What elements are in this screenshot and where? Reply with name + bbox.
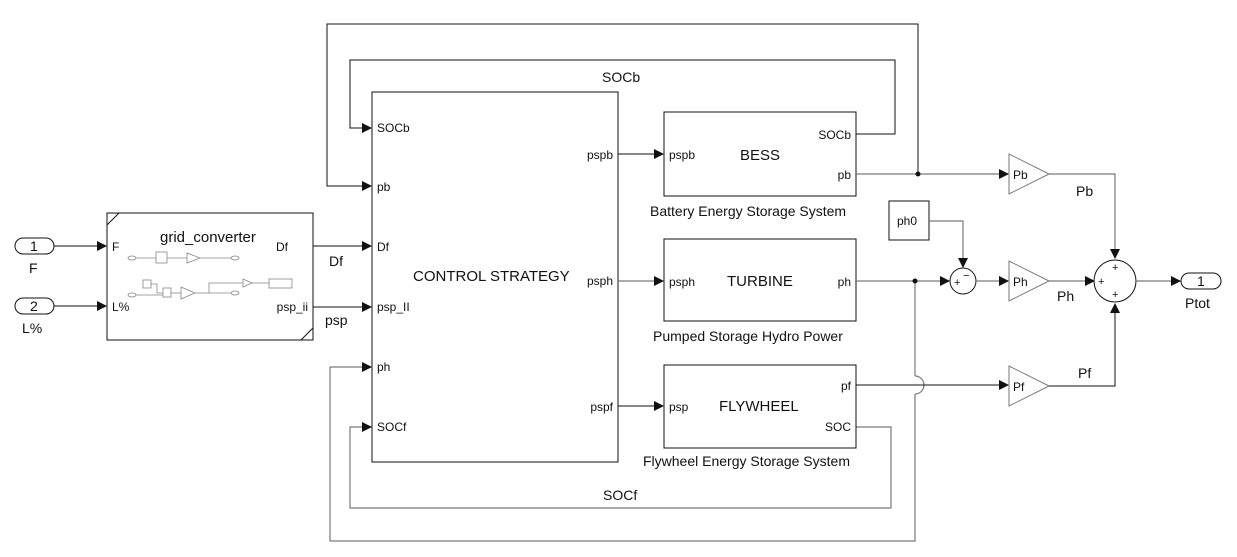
feedback-pb-outer <box>326 23 919 191</box>
cs-out-pspf: pspf <box>590 400 613 414</box>
gain-ph[interactable]: Ph <box>1008 260 1051 302</box>
feedback-ph-lower <box>329 362 916 542</box>
inport-1[interactable]: 1 F <box>14 237 55 276</box>
cs-in-socb: SOCb <box>377 121 410 135</box>
outport-1[interactable]: 1 Ptot <box>1180 272 1222 311</box>
gain-pb-label: Pb <box>1013 168 1028 182</box>
bess-out-socb: SOCb <box>818 128 851 142</box>
grid-converter-out-pspii: psp_ii <box>277 300 308 314</box>
outport-1-number: 1 <box>1197 273 1205 289</box>
sum-total-sign-bottom: + <box>1112 289 1118 301</box>
signal-label-pf: Pf <box>1078 365 1091 381</box>
signal-label-df: Df <box>329 253 343 269</box>
flywheel-caption: Flywheel Energy Storage System <box>643 453 850 469</box>
grid-converter-thumbnail <box>127 251 293 300</box>
feedback-socb <box>349 59 896 135</box>
turbine-title: TURBINE <box>727 273 793 290</box>
flywheel-in-psp: psp <box>669 400 689 414</box>
flywheel-out-soc: SOC <box>825 420 851 434</box>
cs-in-df: Df <box>377 240 390 254</box>
outport-1-name: Ptot <box>1185 295 1210 311</box>
line-pf-out <box>1049 303 1120 387</box>
signal-label-pb: Pb <box>1076 183 1093 199</box>
gain-pb[interactable]: Pb <box>1008 153 1051 195</box>
cs-in-pspii: psp_II <box>377 300 410 314</box>
line-ph0 <box>929 220 968 268</box>
constant-ph0-label: ph0 <box>897 214 917 228</box>
gain-pf[interactable]: Pf <box>1008 365 1051 407</box>
grid-converter-in-f: F <box>112 240 119 254</box>
cs-out-pspb: pspb <box>587 148 613 162</box>
cs-in-socf: SOCf <box>377 420 407 434</box>
bess-caption: Battery Energy Storage System <box>650 203 846 219</box>
bess-out-pb: pb <box>838 168 852 182</box>
sum-total-sign-left: + <box>1098 276 1104 288</box>
signal-label-socb: SOCb <box>602 69 640 85</box>
bess-title: BESS <box>740 147 780 164</box>
control-strategy-block[interactable]: CONTROL STRATEGY SOCb pb Df psp_II ph SO… <box>371 91 619 463</box>
sum-block-total[interactable]: + + + <box>1093 259 1137 303</box>
cs-in-ph: ph <box>377 360 390 374</box>
turbine-out-ph: ph <box>838 275 851 289</box>
signal-label-socf: SOCf <box>603 487 637 503</box>
inport-2[interactable]: 2 L% <box>14 297 55 336</box>
flywheel-out-pf: pf <box>841 379 852 393</box>
inport-1-name: F <box>29 260 38 276</box>
flywheel-block[interactable]: FLYWHEEL psp pf SOC <box>663 364 857 449</box>
turbine-in-psph: psph <box>669 275 695 289</box>
inport-2-name: L% <box>22 320 42 336</box>
cs-out-psph: psph <box>587 274 613 288</box>
signal-label-psp: psp <box>325 312 348 328</box>
grid-converter-title: grid_converter <box>160 229 256 246</box>
inport-2-number: 2 <box>30 298 38 314</box>
cs-in-pb: pb <box>377 180 391 194</box>
sum-total-sign-top: + <box>1112 262 1118 274</box>
bess-in-pspb: pspb <box>669 148 695 162</box>
gain-pf-label: Pf <box>1013 380 1025 394</box>
gain-ph-label: Ph <box>1013 275 1028 289</box>
flywheel-title: FLYWHEEL <box>719 398 799 415</box>
control-strategy-title: CONTROL STRATEGY <box>413 268 570 285</box>
branch-point-ph <box>912 278 918 284</box>
sum-ph-sign-minus: − <box>963 270 969 282</box>
sum-ph-sign-plus: + <box>954 277 960 289</box>
sum-block-ph[interactable]: + − <box>949 267 977 295</box>
grid-converter-block[interactable]: grid_converter F L% Df psp_ii <box>106 212 314 341</box>
turbine-block[interactable]: TURBINE psph ph <box>663 238 857 322</box>
grid-converter-in-lpct: L% <box>112 300 130 314</box>
inport-1-number: 1 <box>30 238 38 254</box>
line-pb-out <box>1049 173 1120 259</box>
feedback-socf <box>349 422 892 509</box>
constant-ph0[interactable]: ph0 <box>888 200 930 241</box>
branch-point-pb <box>915 171 921 177</box>
grid-converter-out-df: Df <box>276 240 289 254</box>
turbine-caption: Pumped Storage Hydro Power <box>653 328 843 344</box>
signal-label-ph: Ph <box>1057 288 1074 304</box>
bess-block[interactable]: BESS pspb SOCb pb <box>663 111 857 197</box>
